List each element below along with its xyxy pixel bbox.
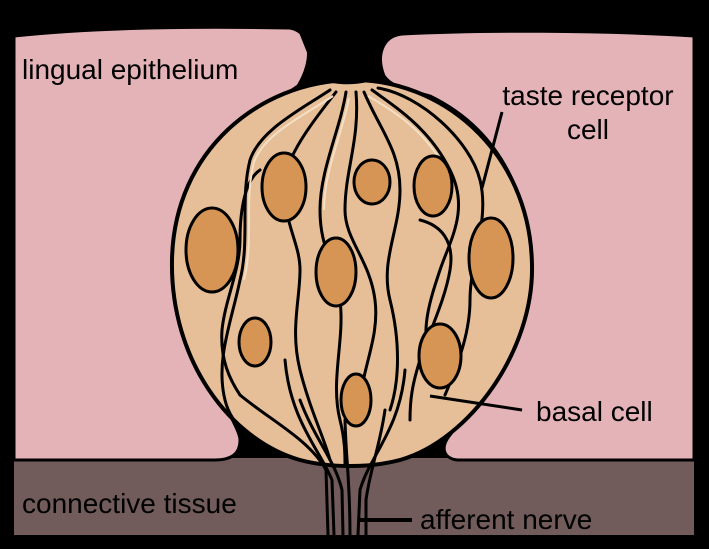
label-basal-cell: basal cell xyxy=(536,396,653,427)
label-afferent-nerve: afferent nerve xyxy=(420,504,593,535)
label-connective-tissue: connective tissue xyxy=(22,488,237,519)
label-lingual-epithelium: lingual epithelium xyxy=(22,54,239,85)
taste-receptor-cell-leader xyxy=(480,111,504,189)
nucleus xyxy=(339,372,373,428)
connective-tissue-region xyxy=(14,458,694,535)
basal-cell-leader xyxy=(429,394,523,412)
nucleus xyxy=(184,206,240,294)
nucleus xyxy=(260,151,308,223)
nucleus xyxy=(412,154,454,218)
label-taste-receptor-cell-line1: taste receptor xyxy=(502,80,674,111)
nuclei xyxy=(184,151,515,428)
nucleus xyxy=(417,322,463,390)
taste-pore xyxy=(298,30,384,85)
nucleus xyxy=(352,158,392,206)
label-taste-receptor-cell-line2: cell xyxy=(566,114,609,145)
receptor-cell-outlines xyxy=(220,86,485,467)
nucleus xyxy=(467,216,515,300)
afferent-nerve-fibers xyxy=(238,358,407,537)
nucleus xyxy=(237,316,273,368)
nucleus xyxy=(314,236,358,308)
